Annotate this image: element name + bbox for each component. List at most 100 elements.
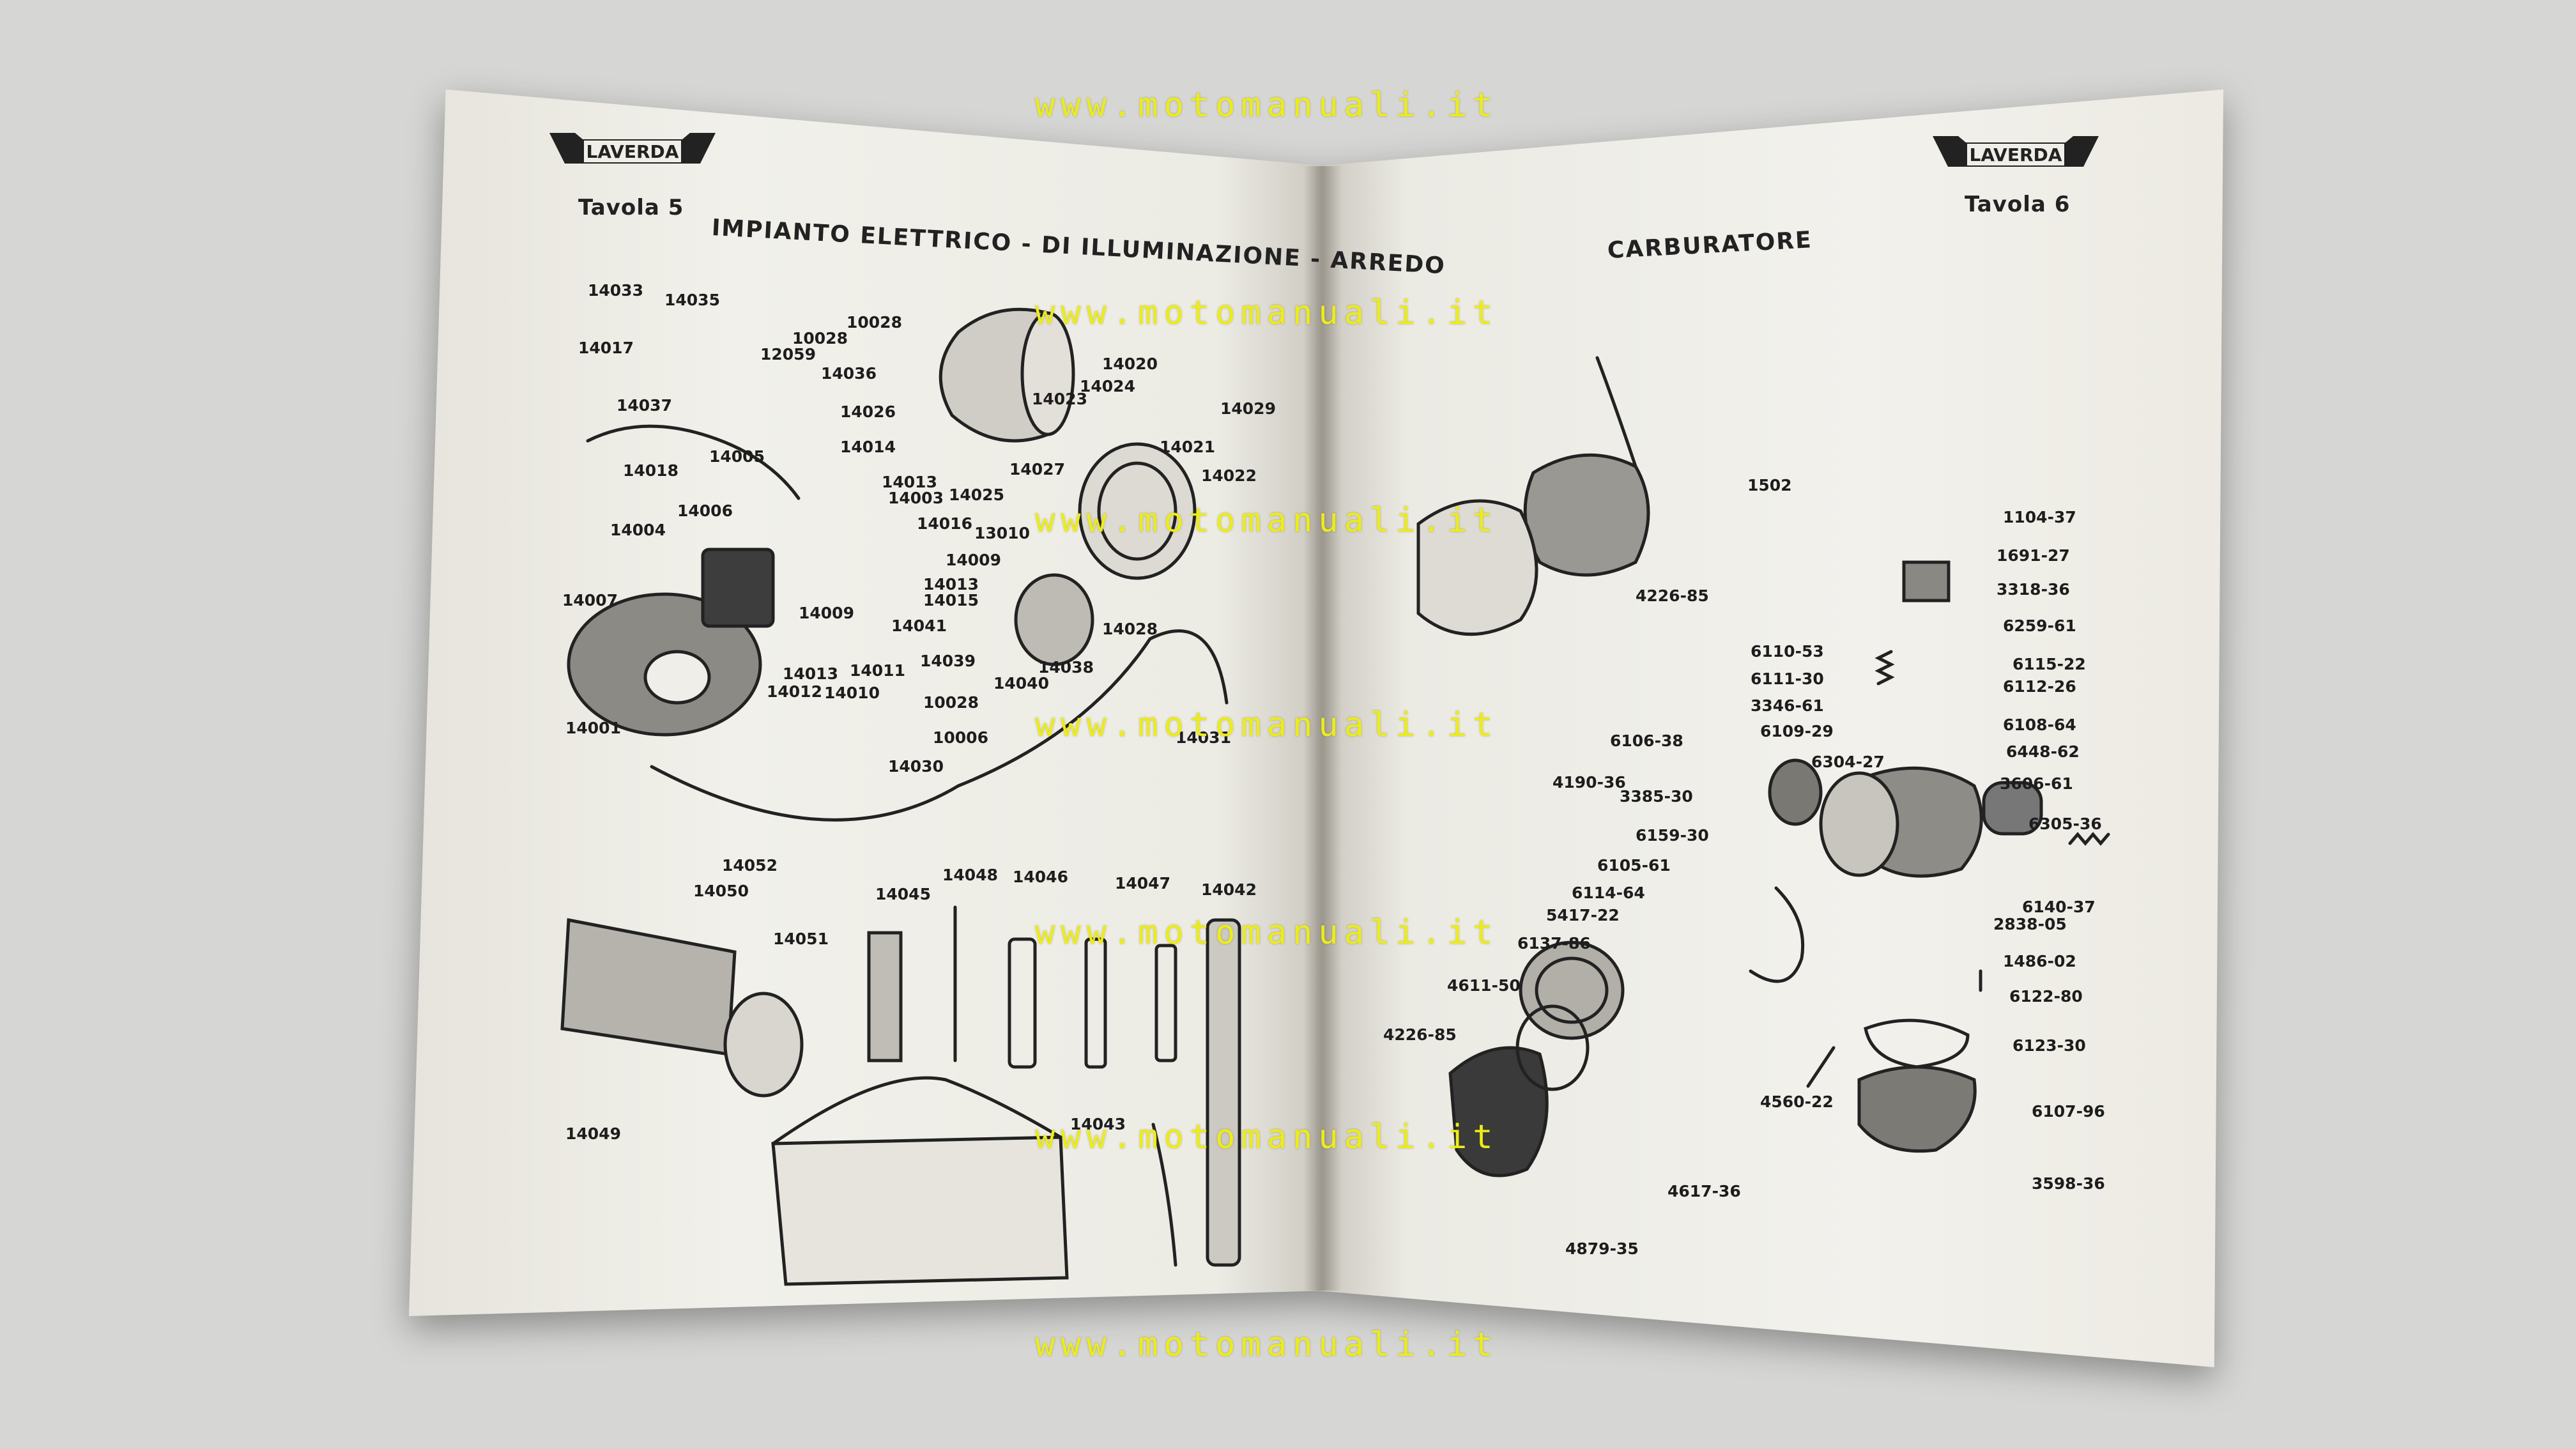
part-label: 14013 [783, 664, 838, 683]
part-label: 6111-30 [1751, 670, 1824, 688]
part-label: 10028 [792, 329, 848, 348]
part-label: 6304-27 [1811, 753, 1885, 771]
part-label: 14010 [824, 684, 880, 702]
part-label: 4560-22 [1760, 1092, 1834, 1111]
part-label: 3346-61 [1751, 696, 1824, 715]
part-label: 14012 [767, 682, 822, 701]
part-label: 14051 [773, 930, 829, 948]
watermark: www.motomanuali.it [1035, 1326, 1499, 1364]
part-label: 14004 [610, 521, 666, 539]
part-label: 6114-64 [1572, 884, 1645, 902]
watermark: www.motomanuali.it [1035, 706, 1499, 744]
table-number-left: Tavola 5 [578, 195, 684, 220]
watermark: www.motomanuali.it [1035, 502, 1499, 540]
part-label: 6122-80 [2009, 987, 2083, 1006]
part-label: 13010 [974, 524, 1030, 542]
part-label: 3318-36 [1997, 580, 2070, 599]
part-label: 14042 [1201, 880, 1257, 899]
part-label: 1486-02 [2003, 952, 2076, 970]
part-label: 14023 [1032, 390, 1087, 408]
part-label: 4226-85 [1383, 1025, 1457, 1044]
laverda-logo-right: LAVERDA [1933, 131, 2099, 172]
part-label: 14039 [920, 652, 976, 670]
part-label: 10028 [923, 693, 979, 712]
part-label: 14046 [1013, 868, 1068, 886]
part-label: 14013 [923, 575, 979, 594]
part-label: 6137-86 [1517, 934, 1591, 953]
part-label: 14021 [1160, 438, 1215, 456]
part-label: 14045 [875, 885, 931, 903]
part-label: 6110-53 [1751, 642, 1824, 661]
part-label: 10006 [933, 728, 988, 747]
part-label: 6140-37 [2022, 898, 2096, 916]
brand-left: LAVERDA [586, 141, 679, 162]
watermark: www.motomanuali.it [1035, 914, 1499, 952]
part-label: 2838-05 [1993, 915, 2067, 933]
part-label: 14011 [850, 661, 905, 680]
part-label: 3606-61 [2000, 774, 2073, 793]
laverda-logo-left: LAVERDA [549, 128, 716, 169]
part-label: 12059 [760, 345, 816, 364]
part-label: 4226-85 [1636, 586, 1709, 605]
open-manual [409, 89, 2223, 1367]
part-label: 14003 [888, 489, 944, 507]
part-label: 14036 [821, 364, 877, 383]
part-label: 6107-96 [2032, 1102, 2105, 1121]
part-label: 14050 [693, 882, 749, 900]
part-label: 14033 [588, 281, 643, 300]
part-label: 14013 [882, 473, 937, 491]
part-label: 14026 [840, 402, 896, 421]
part-label: 6109-29 [1760, 722, 1834, 740]
brand-right: LAVERDA [1970, 144, 2062, 165]
part-label: 14014 [840, 438, 896, 456]
part-label: 14048 [942, 866, 998, 884]
part-label: 14037 [617, 396, 672, 415]
part-label: 14016 [917, 514, 972, 533]
part-label: 5417-22 [1546, 906, 1620, 924]
part-label: 14030 [888, 757, 944, 776]
part-label: 14005 [709, 447, 765, 466]
part-label: 14025 [949, 486, 1004, 504]
part-label: 14001 [565, 719, 621, 737]
part-label: 6105-61 [1597, 856, 1671, 875]
part-label: 14049 [565, 1124, 621, 1143]
part-label: 14022 [1201, 466, 1257, 485]
part-label: 14006 [677, 502, 733, 520]
part-label: 14027 [1009, 460, 1065, 479]
part-label: 14052 [722, 856, 778, 875]
part-label: 14020 [1102, 355, 1158, 373]
part-label: 14018 [623, 461, 678, 480]
part-label: 10028 [847, 313, 902, 332]
part-label: 14035 [664, 291, 720, 309]
part-label: 6259-61 [2003, 617, 2076, 635]
part-label: 6112-26 [2003, 677, 2076, 696]
part-label: 4617-36 [1667, 1182, 1741, 1200]
part-label: 6305-36 [2028, 815, 2102, 833]
part-label: 6159-30 [1636, 826, 1709, 845]
part-label: 14009 [799, 604, 854, 622]
part-label: 14024 [1080, 377, 1135, 395]
watermark: www.motomanuali.it [1035, 86, 1499, 125]
part-label: 14041 [891, 617, 947, 635]
part-label: 4879-35 [1565, 1239, 1639, 1258]
watermark: www.motomanuali.it [1035, 1118, 1499, 1156]
part-label: 14040 [993, 674, 1049, 693]
part-label: 14028 [1102, 620, 1158, 638]
part-label: 14031 [1176, 728, 1231, 747]
part-label: 6106-38 [1610, 732, 1683, 750]
part-label: 1691-27 [1997, 546, 2070, 565]
part-label: 14015 [923, 591, 979, 610]
part-label: 6108-64 [2003, 716, 2076, 734]
part-label: 1104-37 [2003, 508, 2076, 526]
part-label: 1502 [1747, 476, 1792, 494]
part-label: 14009 [946, 551, 1001, 569]
part-label: 6448-62 [2006, 742, 2080, 761]
part-label: 4190-36 [1552, 773, 1626, 792]
part-label: 14043 [1070, 1115, 1126, 1133]
table-number-right: Tavola 6 [1965, 192, 2071, 217]
book-spine [1303, 166, 1342, 1291]
left-page [409, 89, 1329, 1316]
part-label: 6115-22 [2012, 655, 2086, 673]
part-label: 14017 [578, 339, 634, 357]
